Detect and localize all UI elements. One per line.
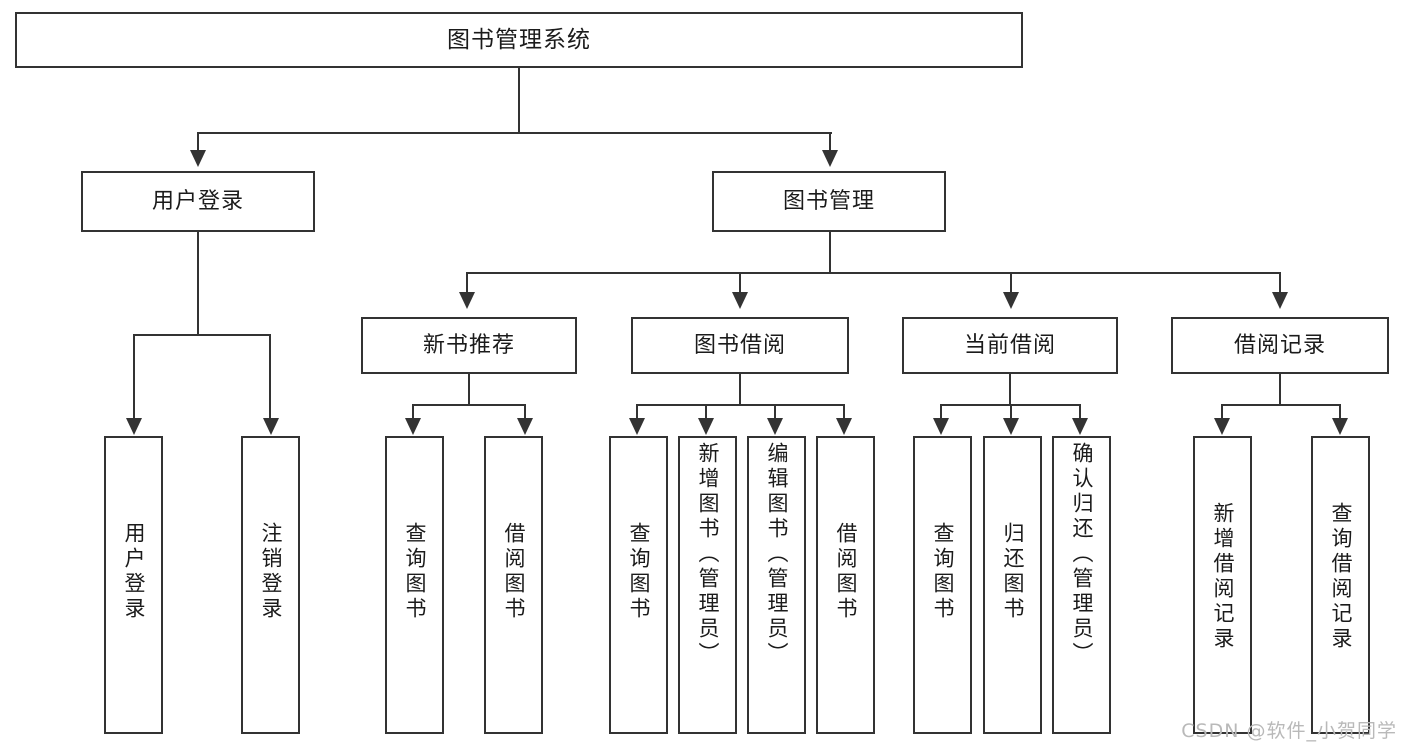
connector-bookmgmt-bus	[466, 272, 1280, 274]
connector-root-to-bookmgmt	[829, 132, 831, 152]
node-label: 新书推荐	[422, 332, 515, 358]
node-root-system[interactable]: 图书管理系统	[15, 12, 1023, 68]
node-user-login[interactable]: 用户登录	[81, 171, 315, 232]
connector-root-bus	[198, 132, 832, 134]
arrow-current-to-leaf2	[1003, 418, 1019, 435]
node-current-borrow[interactable]: 当前借阅	[902, 317, 1118, 374]
connector-bookmgmt-to-borrow	[739, 272, 741, 294]
node-borrow-record[interactable]: 借阅记录	[1171, 317, 1389, 374]
node-label: 注销登录	[259, 522, 283, 622]
arrow-root-to-login	[190, 150, 206, 167]
leaf-add-borrow-record[interactable]: 新增借阅记录	[1193, 436, 1252, 734]
node-label: 图书借阅	[693, 332, 786, 358]
arrow-login-to-leaf1	[126, 418, 142, 435]
connector-login-to-leaf2	[269, 334, 271, 420]
connector-login-stem	[197, 232, 199, 336]
node-label: 用户登录	[151, 188, 244, 214]
connector-borrow-stem	[739, 374, 741, 406]
arrow-newbook-to-leaf2	[517, 418, 533, 435]
arrow-bookmgmt-to-borrow	[732, 292, 748, 309]
node-label: 新增图书（管理员）	[696, 442, 720, 667]
connector-bookmgmt-stem	[829, 232, 831, 274]
connector-record-stem	[1279, 374, 1281, 406]
connector-bookmgmt-to-current	[1010, 272, 1012, 294]
leaf-edit-book-admin[interactable]: 编辑图书（管理员）	[747, 436, 806, 734]
arrow-bookmgmt-to-record	[1272, 292, 1288, 309]
connector-newbook-stem	[468, 374, 470, 406]
leaf-query-borrow-record[interactable]: 查询借阅记录	[1311, 436, 1370, 734]
node-book-borrow[interactable]: 图书借阅	[631, 317, 849, 374]
node-label: 查询借阅记录	[1329, 502, 1353, 652]
arrow-current-to-leaf1	[933, 418, 949, 435]
connector-login-bus	[133, 334, 269, 336]
arrow-bookmgmt-to-newbook	[459, 292, 475, 309]
node-label: 借阅图书	[834, 522, 858, 622]
leaf-borrow-book-rec[interactable]: 借阅图书	[484, 436, 543, 734]
node-label: 确认归还（管理员）	[1070, 442, 1094, 667]
arrow-root-to-bookmgmt	[822, 150, 838, 167]
arrow-borrow-to-leaf3	[767, 418, 783, 435]
node-label: 借阅记录	[1233, 332, 1326, 358]
connector-newbook-bus	[412, 404, 525, 406]
leaf-user-login[interactable]: 用户登录	[104, 436, 163, 734]
leaf-query-book-rec[interactable]: 查询图书	[385, 436, 444, 734]
arrow-newbook-to-leaf1	[405, 418, 421, 435]
connector-root-stem	[518, 68, 520, 133]
arrow-login-to-leaf2	[263, 418, 279, 435]
node-label: 新增借阅记录	[1211, 502, 1235, 652]
arrow-borrow-to-leaf4	[836, 418, 852, 435]
leaf-logout[interactable]: 注销登录	[241, 436, 300, 734]
node-book-management[interactable]: 图书管理	[712, 171, 946, 232]
connector-record-to-leaf1	[1221, 404, 1223, 420]
node-label: 借阅图书	[502, 522, 526, 622]
connector-record-to-leaf2	[1339, 404, 1341, 420]
node-label: 图书管理	[782, 188, 875, 214]
arrow-borrow-to-leaf2	[698, 418, 714, 435]
leaf-borrow-book[interactable]: 借阅图书	[816, 436, 875, 734]
node-label: 归还图书	[1001, 522, 1025, 622]
connector-borrow-bus	[636, 404, 845, 406]
connector-root-to-login	[197, 132, 199, 152]
connector-borrow-to-leaf4	[843, 404, 845, 420]
node-label: 用户登录	[122, 522, 146, 622]
connector-current-to-leaf1	[940, 404, 942, 420]
connector-current-to-leaf2	[1010, 404, 1012, 420]
connector-current-stem	[1009, 374, 1011, 406]
connector-borrow-to-leaf2	[705, 404, 707, 420]
arrow-record-to-leaf1	[1214, 418, 1230, 435]
leaf-query-book-borrow[interactable]: 查询图书	[609, 436, 668, 734]
node-label: 当前借阅	[963, 332, 1056, 358]
leaf-add-book-admin[interactable]: 新增图书（管理员）	[678, 436, 737, 734]
arrow-current-to-leaf3	[1072, 418, 1088, 435]
connector-borrow-to-leaf3	[774, 404, 776, 420]
arrow-record-to-leaf2	[1332, 418, 1348, 435]
connector-bookmgmt-to-newbook	[466, 272, 468, 294]
arrow-borrow-to-leaf1	[629, 418, 645, 435]
connector-record-bus	[1221, 404, 1340, 406]
node-label: 查询图书	[931, 522, 955, 622]
node-label: 编辑图书（管理员）	[765, 442, 789, 667]
node-label: 查询图书	[627, 522, 651, 622]
leaf-query-book-current[interactable]: 查询图书	[913, 436, 972, 734]
connector-newbook-to-leaf2	[524, 404, 526, 420]
leaf-return-book[interactable]: 归还图书	[983, 436, 1042, 734]
connector-borrow-to-leaf1	[636, 404, 638, 420]
connector-newbook-to-leaf1	[412, 404, 414, 420]
leaf-confirm-return-admin[interactable]: 确认归还（管理员）	[1052, 436, 1111, 734]
connector-current-to-leaf3	[1079, 404, 1081, 420]
node-label: 图书管理系统	[447, 26, 591, 53]
arrow-bookmgmt-to-current	[1003, 292, 1019, 309]
node-label: 查询图书	[403, 522, 427, 622]
connector-login-to-leaf1	[133, 334, 135, 420]
connector-bookmgmt-to-record	[1279, 272, 1281, 294]
node-new-book-recommendation[interactable]: 新书推荐	[361, 317, 577, 374]
